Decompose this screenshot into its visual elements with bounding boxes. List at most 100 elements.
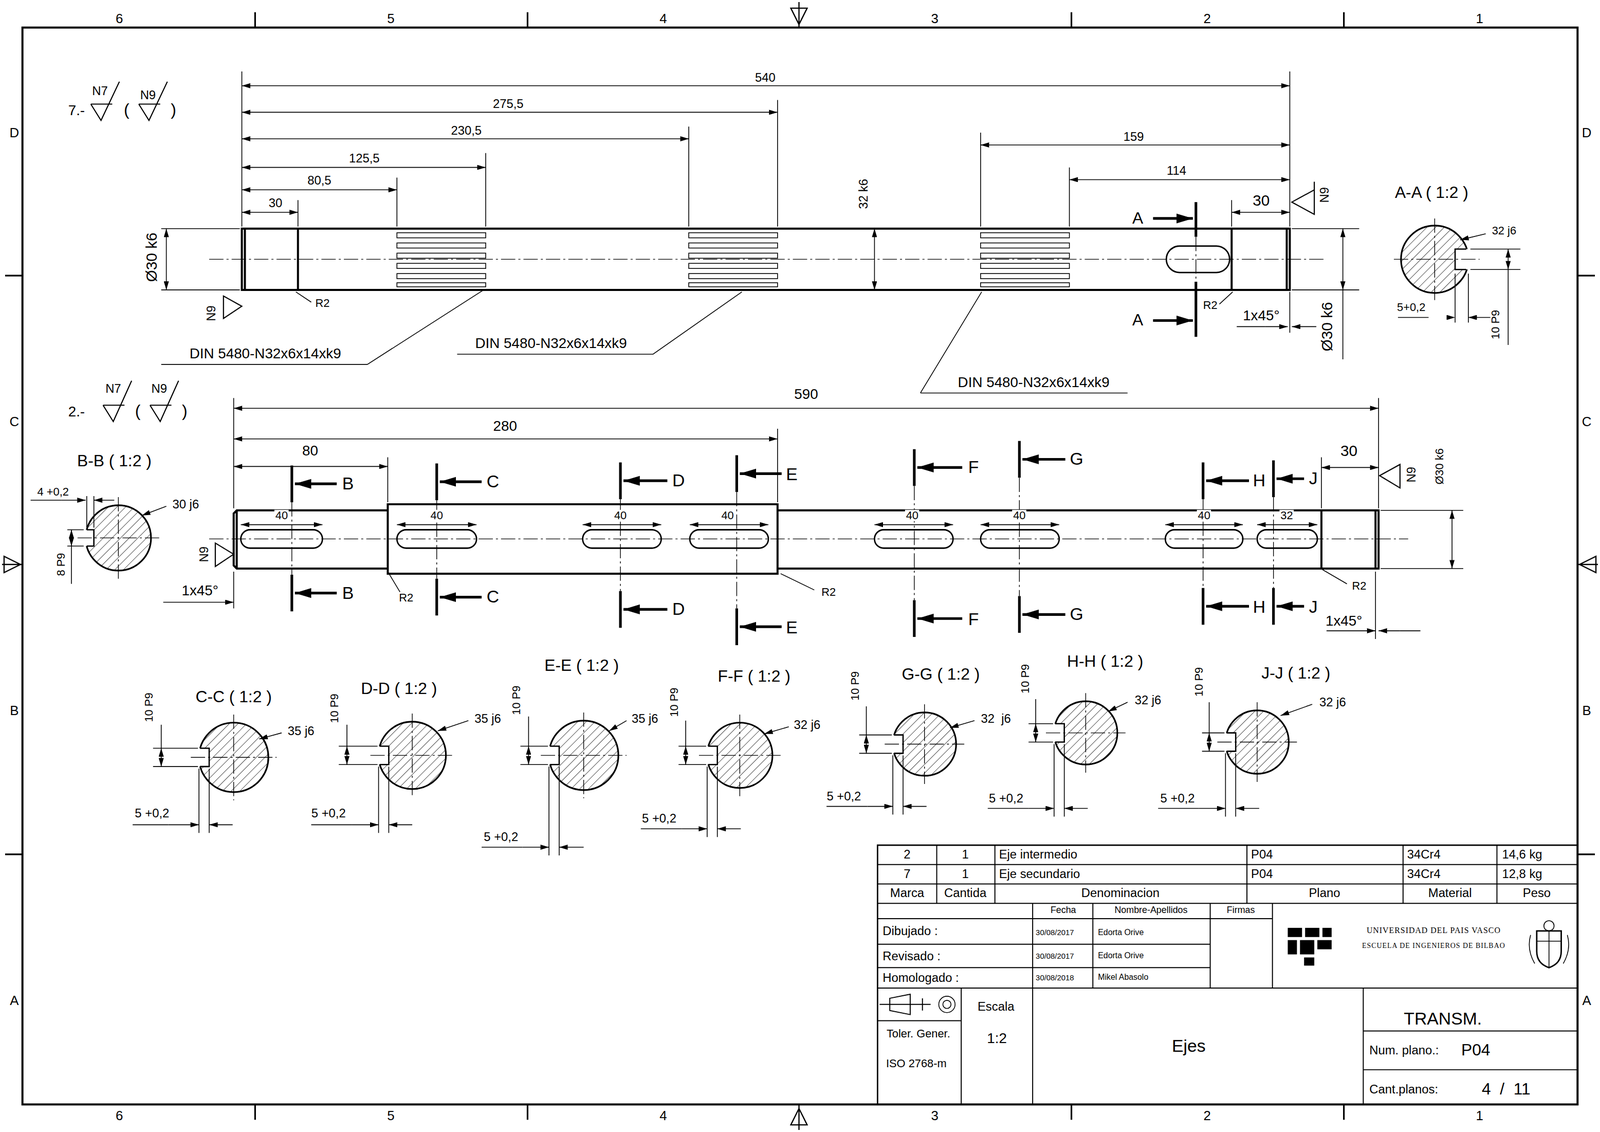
shaft-2-dimensions-part (1326, 630, 1376, 632)
drawing-text: Peso (1521, 886, 1552, 899)
drawing-text: 5 +0,2 (640, 812, 678, 825)
drawing-text: F-F ( 1:2 ) (716, 668, 792, 686)
surface-symbols-part (215, 181, 1401, 567)
drawing-text: 10 P9 (143, 691, 155, 723)
section-lines-part (1276, 604, 1305, 608)
shaft-2-part-part (582, 524, 662, 526)
shaft-7-part-part (980, 232, 1070, 238)
shaft-7-part-part (980, 273, 1070, 279)
shaft-7-dimensions-part (242, 138, 690, 140)
drawing-text: Fecha (1049, 905, 1078, 915)
sections-c-to-j-part (370, 713, 455, 798)
drawing-text: 40 (720, 509, 735, 522)
section-lines-part (1022, 457, 1065, 461)
drawing-text: N9 (205, 304, 218, 322)
drawing-text: D (8, 125, 21, 140)
drawing-text: 7.- (67, 103, 86, 118)
drawing-text: UNIVERSIDAD DEL PAIS VASCO (1365, 926, 1502, 935)
drawing-text: 35 j6 (286, 724, 316, 738)
section-a-a (1393, 218, 1521, 345)
title-block (877, 844, 1578, 1105)
drawing-text: Eje intermedio (998, 848, 1079, 861)
drawing-text: 1 (960, 848, 970, 861)
sections-c-to-j-part (168, 824, 200, 826)
drawing-text: C-C ( 1:2 ) (194, 688, 273, 706)
university-logo-part (1317, 940, 1332, 950)
drawing-text: 114 (1165, 164, 1188, 177)
sections-c-to-j-part (522, 846, 549, 848)
drawing-text: 5 +0,2 (987, 792, 1025, 805)
section-b-b-part (94, 499, 115, 501)
drawing-text: 32 j6 (1318, 695, 1348, 709)
drawing-text: 1 (960, 867, 970, 880)
shaft-7-part (1152, 216, 1193, 220)
drawing-text: 3 (929, 11, 940, 26)
coat-of-arms-part (1536, 930, 1562, 968)
drawing-text: Homologado : (881, 971, 960, 984)
drawing-text: 2 (902, 848, 912, 861)
drawing-text: Ø30 k6 (1318, 300, 1335, 353)
shaft-2-dimensions (163, 397, 1464, 639)
section-lines-part (623, 479, 668, 483)
drawing-text: 10 P9 (1490, 308, 1502, 341)
section-lines-part (917, 466, 963, 469)
drawing-text: N9 (197, 545, 211, 563)
drawing-text: R2 (820, 586, 837, 598)
sections-c-to-j-part (346, 745, 348, 765)
drawing-text: 30 j6 (171, 498, 201, 511)
sections-c-to-j-part (1199, 807, 1226, 809)
drawing-text: R2 (1202, 299, 1219, 311)
drawing-text: Ø30 k6 (143, 231, 159, 283)
shaft-2-dimensions-part (233, 407, 1379, 409)
drawing-text: 5 +0,2 (310, 807, 347, 820)
drawing-text: J (1308, 598, 1319, 617)
sheet-frame-part (5, 12, 1595, 1120)
sections-c-to-j-part (528, 745, 530, 765)
drawing-text: 10 P9 (510, 684, 523, 716)
drawing-text: 1x45° (1241, 308, 1281, 323)
title-block-part (939, 996, 956, 1013)
shaft-2-part-part (241, 524, 323, 526)
sections-c-to-j-part (132, 724, 210, 833)
sections-c-to-j-part (1208, 732, 1210, 752)
section-lines (291, 440, 1304, 646)
drawing-text: 590 (793, 387, 819, 402)
drawing-text: B (341, 474, 355, 493)
sections-c-to-j-part (884, 704, 965, 784)
drawing-text: R2 (314, 297, 331, 309)
shaft-2-dimensions-part (1321, 467, 1379, 469)
title-block-part (877, 844, 1578, 1105)
drawing-text: 4 (658, 11, 668, 26)
shaft-7-part (296, 291, 1234, 305)
drawing-text: 12,8 kg (1500, 867, 1543, 880)
section-lines-part (439, 595, 482, 599)
shaft-7-part (1194, 281, 1198, 337)
drawing-text: 34Cr4 (1406, 848, 1442, 861)
drawing-text: 14,6 kg (1500, 848, 1543, 861)
drawing-text: 32 k6 (857, 177, 870, 210)
drawing-text: 6 (114, 11, 124, 26)
drawing-text: A-A ( 1:2 ) (1393, 184, 1470, 201)
shaft-7-part-part (688, 252, 778, 259)
drawing-text: 5 (385, 1108, 396, 1123)
shaft-7-dimensions-part (1291, 326, 1317, 328)
drawing-text: 30 (1251, 192, 1271, 208)
drawing-text: N7 (90, 84, 109, 98)
drawing-text: 5 +0,2 (1159, 792, 1197, 805)
shaft-7-part (1194, 201, 1198, 237)
section-a-a-part (1460, 233, 1486, 241)
drawing-text: 8 P9 (55, 552, 67, 578)
drawing-text: 32 j6 (1133, 693, 1163, 707)
drawing-text: Mikel Abasolo (1096, 973, 1150, 982)
drawing-text: DIN 5480-N32x6x14xk9 (474, 335, 629, 351)
drawing-text: Dibujado : (881, 924, 939, 937)
sections-c-to-j-part (1108, 702, 1128, 712)
drawing-text: A (1131, 210, 1145, 227)
shaft-7-part-part (396, 273, 486, 279)
coat-of-arms-part (1529, 934, 1569, 964)
university-logo-part (1287, 940, 1297, 955)
sections-c-to-j-part (867, 805, 894, 807)
sections-c-to-j-part (1235, 807, 1260, 809)
